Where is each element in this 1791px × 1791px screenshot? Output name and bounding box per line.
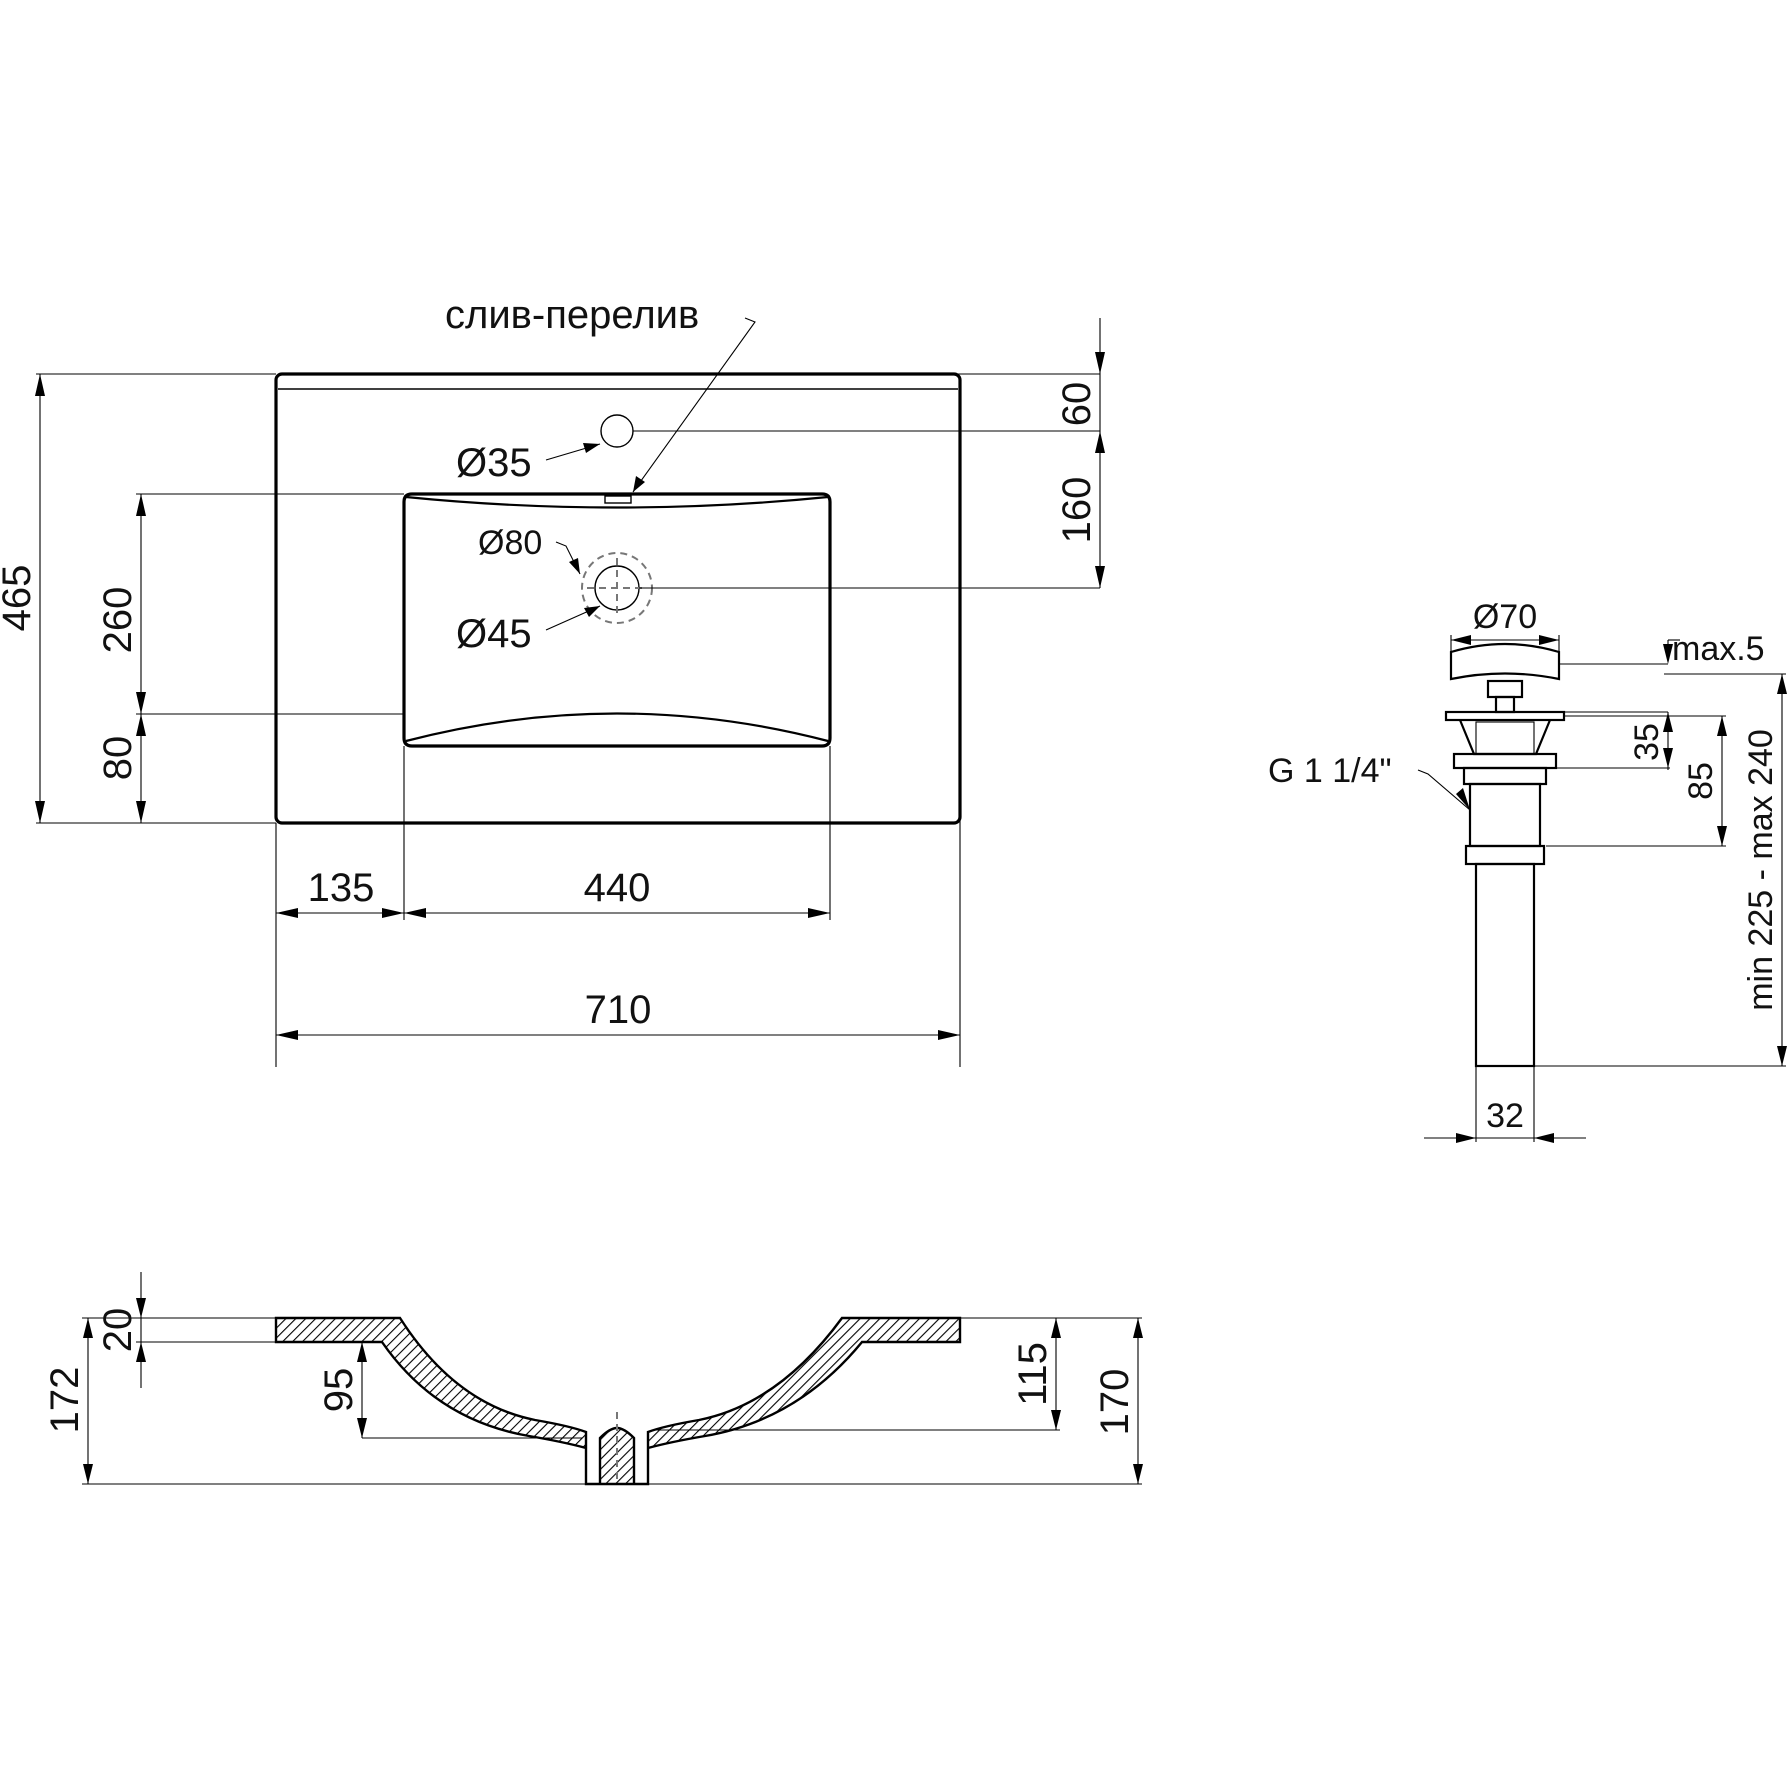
dim-total-width: 710: [585, 988, 652, 1032]
overflow-slot: [604, 495, 632, 504]
dim-total-height: 172: [43, 1367, 87, 1434]
dim-pipe: 32: [1486, 1097, 1524, 1135]
faucet-hole: [600, 414, 634, 448]
cap-gap-label: max.5: [1672, 630, 1765, 668]
top-view: 465 260 80 60 160 135 440 710 слив-перел…: [0, 293, 1105, 1067]
dim-95: 95: [317, 1368, 361, 1413]
dim-bowl-width: 440: [584, 866, 651, 910]
drain-outer-label: Ø80: [478, 524, 542, 562]
drain-flange: [1444, 710, 1566, 722]
dim-85: 85: [1682, 762, 1720, 800]
basin-outline: [274, 372, 962, 825]
dim-front-margin: 80: [96, 736, 140, 781]
dim-35: 35: [1628, 723, 1666, 761]
drain-inner-label: Ø45: [456, 612, 532, 656]
dim-bowl-depth: 260: [96, 587, 140, 654]
dim-length-range: min 225 - max 240: [1742, 729, 1780, 1011]
faucet-hole-label: Ø35: [456, 441, 532, 485]
dim-rim: 20: [96, 1308, 140, 1353]
bowl-back-curve: [405, 495, 829, 509]
dim-back-to-hole: 60: [1055, 382, 1099, 427]
thread-label: G 1 1/4": [1268, 752, 1392, 790]
dim-170: 170: [1093, 1369, 1137, 1436]
drain-cap: [1449, 642, 1561, 681]
dim-115: 115: [1011, 1342, 1055, 1406]
drain-pipe: [1474, 862, 1536, 1068]
dim-total-depth: 465: [0, 565, 39, 632]
bowl-front-curve: [405, 712, 829, 743]
bowl-outline: [402, 492, 832, 748]
drain-thread: [1468, 782, 1542, 848]
section-basin: [274, 1316, 962, 1486]
drain-view: Ø70 max.5 35 85 min 225 - max 240: [1268, 598, 1787, 1143]
dim-hole-to-drain: 160: [1055, 477, 1099, 544]
overflow-label: слив-перелив: [445, 293, 699, 337]
section-view: 20 172 95 115 170: [43, 1272, 1143, 1486]
cap-diameter-label: Ø70: [1473, 598, 1537, 636]
dim-side-margin: 135: [308, 866, 375, 910]
